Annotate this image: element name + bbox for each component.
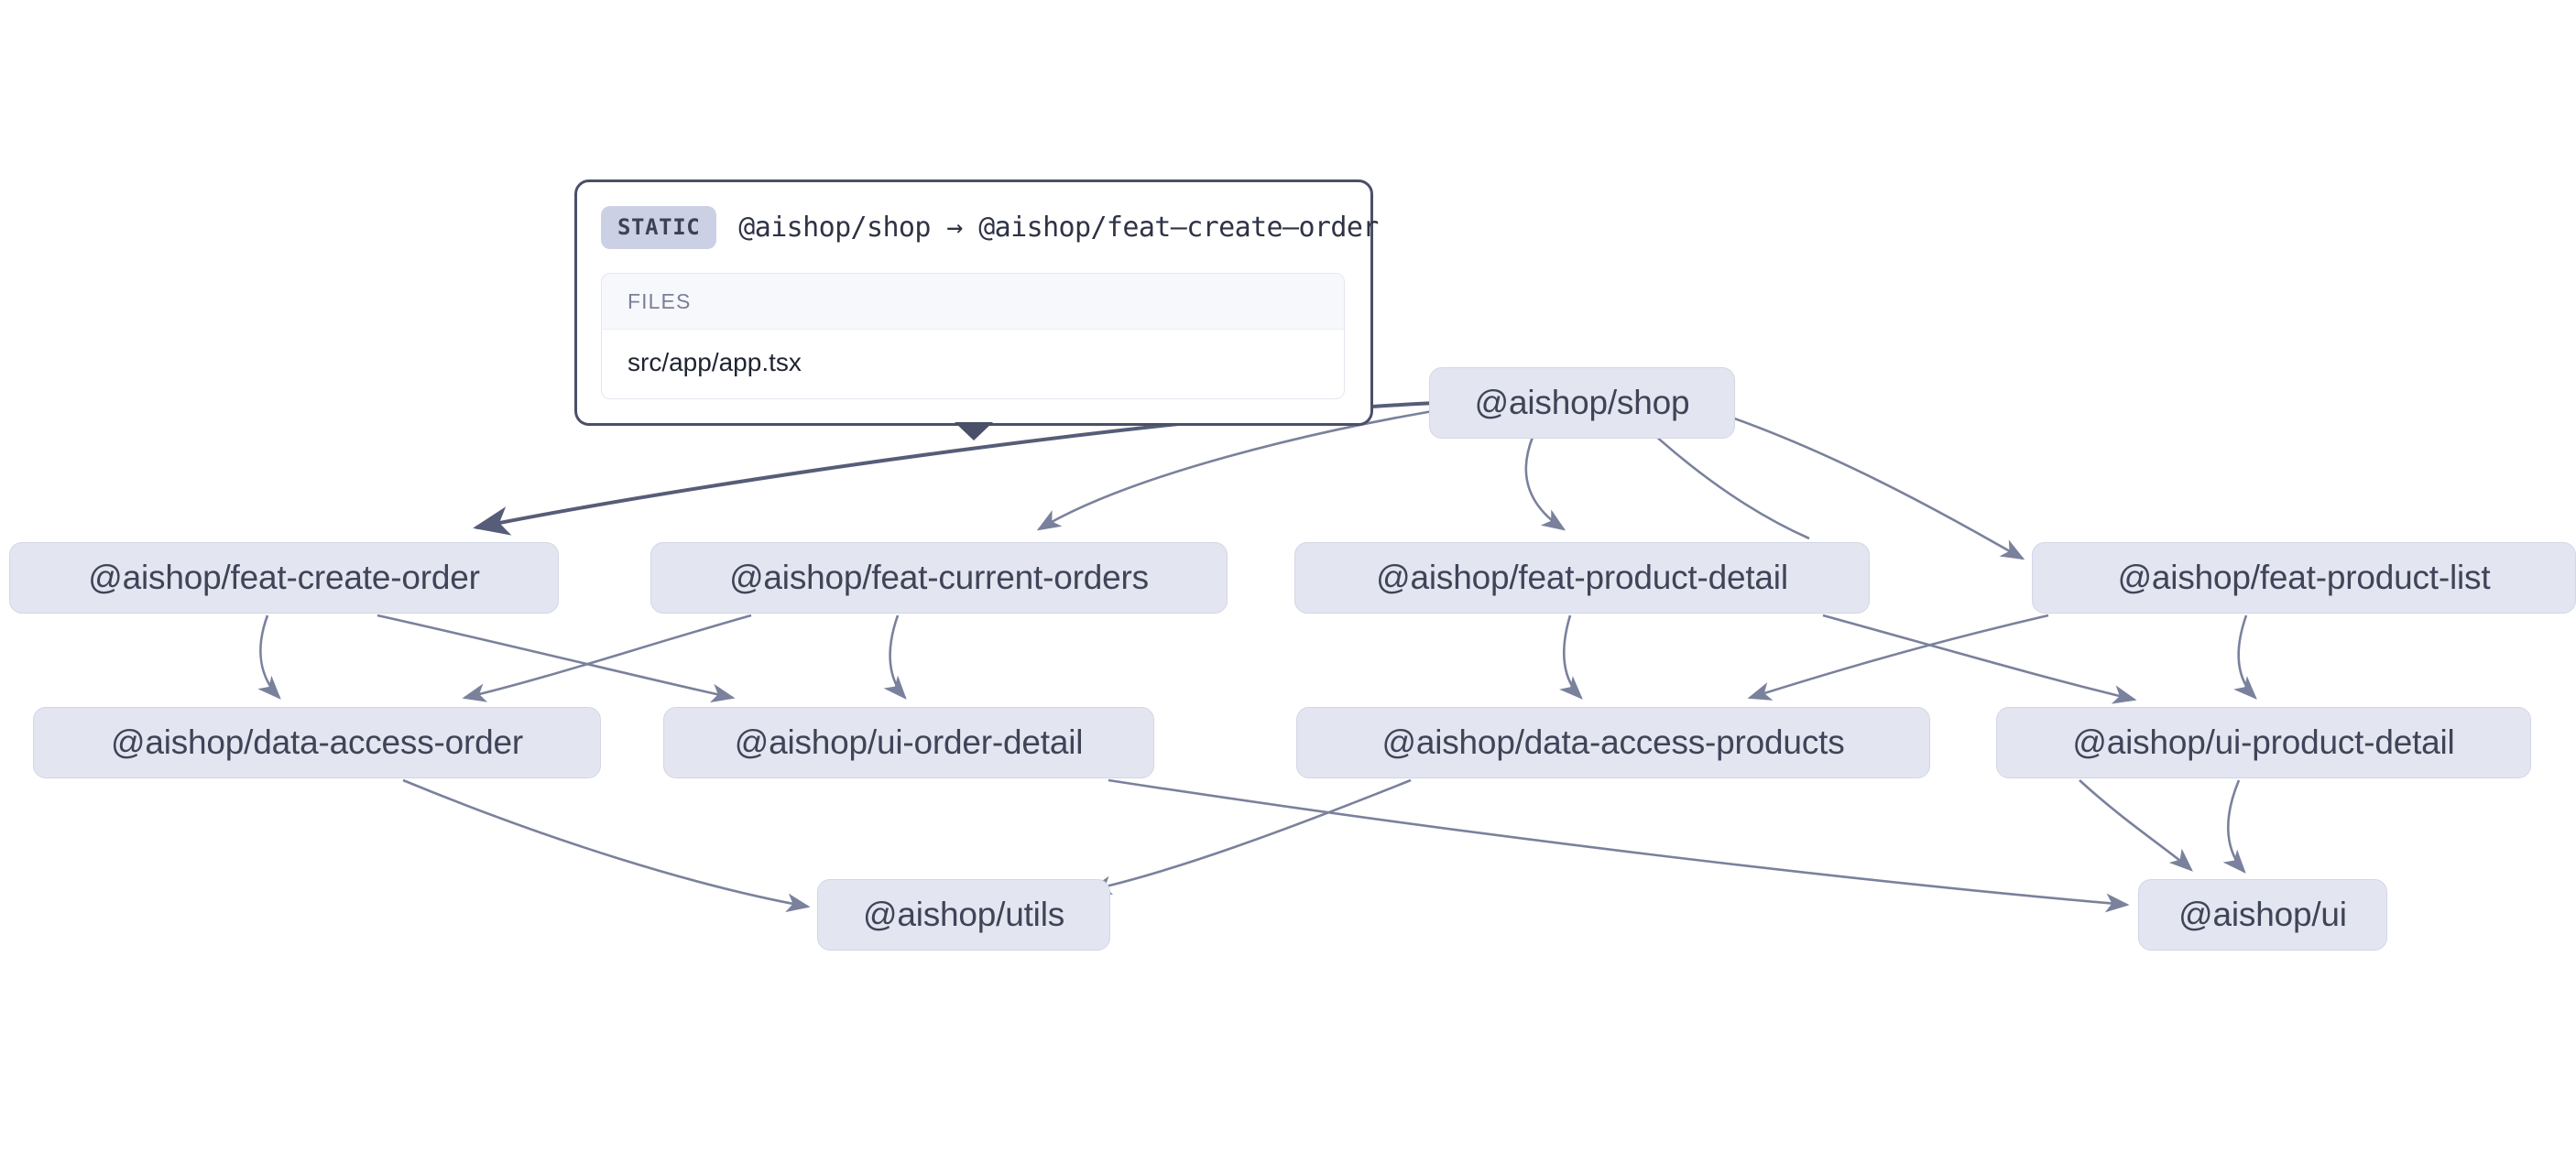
edge-data-access-order-to-utils (402, 778, 811, 913)
graph-node-feat-create-order[interactable]: @aishop/feat-create-order (9, 542, 559, 614)
edge-feat-product-list-to-data-access-products (1747, 614, 2049, 701)
files-panel: FILES src/app/app.tsx (601, 273, 1345, 399)
graph-node-label: @aishop/feat-product-detail (1376, 559, 1788, 596)
edge-ui-product-detail-to-ui-right (2222, 779, 2246, 874)
graph-node-label: @aishop/shop (1474, 384, 1690, 421)
edge-data-access-products-to-utils (1087, 778, 1412, 896)
edge-feat-product-detail-to-data-access-products (1559, 614, 1583, 700)
edge-feat-product-list-to-ui-product-detail (2233, 614, 2257, 700)
graph-node-ui[interactable]: @aishop/ui (2138, 879, 2387, 951)
graph-node-ui-product-detail[interactable]: @aishop/ui-product-detail (1996, 707, 2531, 778)
graph-node-data-access-products[interactable]: @aishop/data-access-products (1296, 707, 1930, 778)
graph-node-ui-order-detail[interactable]: @aishop/ui-order-detail (663, 707, 1154, 778)
graph-node-label: @aishop/utils (862, 896, 1065, 933)
edge-ui-order-detail-to-ui (1108, 778, 2130, 913)
edge-feat-product-detail-to-ui-product-detail (1822, 614, 2137, 704)
graph-node-label: @aishop/ui (2178, 896, 2347, 933)
graph-node-label: @aishop/data-access-order (110, 723, 524, 761)
graph-node-label: @aishop/ui-order-detail (734, 723, 1084, 761)
files-panel-header: FILES (602, 274, 1344, 330)
edge-feat-create-order-to-ui-order-detail (377, 614, 736, 703)
graph-node-feat-product-list[interactable]: @aishop/feat-product-list (2032, 542, 2576, 614)
graph-node-label: @aishop/feat-product-list (2117, 559, 2491, 596)
graph-node-feat-product-detail[interactable]: @aishop/feat-product-detail (1294, 542, 1870, 614)
file-list-item[interactable]: src/app/app.tsx (628, 348, 802, 376)
graph-node-data-access-order[interactable]: @aishop/data-access-order (33, 707, 601, 778)
edge-feat-current-orders-to-data-access-order (462, 614, 752, 702)
graph-node-label: @aishop/data-access-products (1381, 723, 1845, 761)
graph-node-utils[interactable]: @aishop/utils (817, 879, 1110, 951)
graph-node-feat-current-orders[interactable]: @aishop/feat-current-orders (650, 542, 1228, 614)
edge-shop-to-feat-product-list (1690, 402, 2025, 560)
dependency-type-badge: STATIC (601, 206, 717, 249)
graph-node-label: @aishop/feat-current-orders (729, 559, 1149, 596)
edge-feat-current-orders-to-ui-order-detail (883, 614, 907, 700)
edge-ui-product-detail-to-ui-left (2079, 779, 2193, 872)
dependency-detail-tooltip[interactable]: STATIC @aishop/shop → @aishop/feat–creat… (574, 179, 1379, 440)
dependency-title: @aishop/shop → @aishop/feat–create–order (738, 212, 1379, 244)
tooltip-header: STATIC @aishop/shop → @aishop/feat–creat… (601, 206, 1379, 249)
graph-node-shop[interactable]: @aishop/shop (1429, 367, 1735, 439)
tooltip-caret-icon (955, 422, 993, 440)
edge-feat-create-order-to-data-access-order (257, 614, 281, 700)
graph-node-label: @aishop/feat-create-order (88, 559, 480, 596)
graph-node-label: @aishop/ui-product-detail (2072, 723, 2455, 761)
